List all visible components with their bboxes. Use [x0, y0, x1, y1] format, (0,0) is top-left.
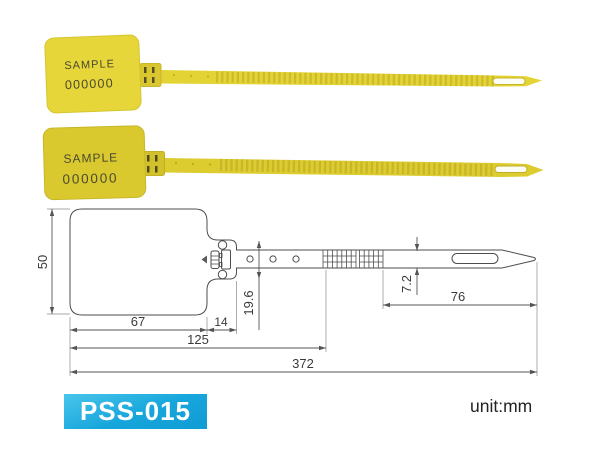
drawing-seal-outline [69, 208, 536, 316]
drawing-lock-clamp [201, 249, 231, 270]
strap-hole-dot [172, 73, 176, 77]
strap-hole-dot [206, 75, 210, 78]
dim-label-neck-width: 14 [214, 315, 228, 329]
strap-hole-dot [191, 162, 195, 165]
seal-bottom-tag-line1: SAMPLE [63, 150, 118, 166]
drawing-tip-slot [451, 253, 499, 264]
strap-hole-dot [189, 74, 193, 77]
seal-top-lock-head [139, 63, 162, 87]
dim-label-neck-height: 19.6 [241, 290, 256, 315]
drawing-dimension-arrows [49, 209, 537, 375]
drawing-serration-section [322, 250, 384, 268]
seal-photo-top: SAMPLE 000000 [44, 34, 542, 114]
strap-hole-dot [174, 161, 178, 165]
seal-bottom-lock-head [142, 151, 165, 176]
seal-bottom-tag: SAMPLE 000000 [42, 125, 147, 201]
dim-label-strap-width: 7.2 [399, 275, 414, 293]
technical-drawing [69, 208, 536, 316]
seal-bottom-strap [164, 158, 544, 177]
drawing-extension-lines [47, 208, 538, 376]
seal-bottom-tip-slot [494, 165, 528, 173]
strap-hole-dot [208, 163, 212, 166]
dim-label-tip-section: 76 [451, 289, 465, 304]
seal-top-tag-line2: 000000 [65, 76, 114, 92]
seal-top-tag: SAMPLE 000000 [44, 34, 142, 114]
unit-label: unit:mm [470, 396, 533, 416]
dim-label-total-length: 372 [292, 356, 314, 371]
model-badge: PSS-015 [64, 394, 207, 429]
drawing-strap-hole [292, 255, 300, 263]
dim-label-lock-section: 125 [187, 332, 209, 347]
drawing-strap-hole [269, 255, 277, 263]
drawing-neck-hole-bottom [217, 269, 228, 280]
dim-label-tag-height: 50 [35, 255, 50, 269]
drawing-strap-hole [246, 255, 254, 263]
seal-top-tag-line1: SAMPLE [64, 58, 115, 72]
drawing-neck-hole-top [217, 240, 228, 250]
seal-bottom-strap-ribs [219, 159, 496, 176]
seal-bottom-tag-line2: 000000 [62, 170, 118, 187]
model-badge-text: PSS-015 [79, 396, 192, 426]
seal-photo-bottom: SAMPLE 000000 [42, 125, 544, 201]
seal-top-tip-slot [492, 77, 526, 85]
dim-label-tag-width: 67 [131, 314, 145, 329]
